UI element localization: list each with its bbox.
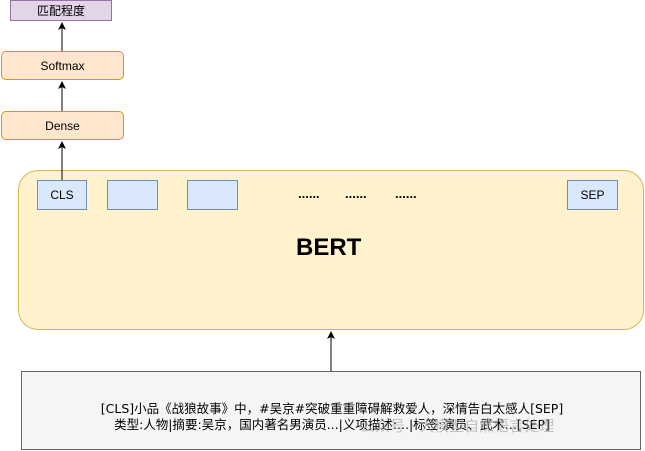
- token-box: [187, 180, 238, 210]
- token-ellipsis: ......: [345, 186, 367, 201]
- bert-label: BERT: [296, 234, 362, 261]
- token-cls-label: CLS: [50, 188, 74, 202]
- token-sep-label: SEP: [580, 188, 605, 202]
- token-box: [107, 180, 158, 210]
- dense-label: Dense: [45, 118, 80, 133]
- input-line-1: [CLS]小品《战狼故事》中，#吴京#突破重重障碍解救爱人，深情告白太感人[SE…: [100, 401, 564, 416]
- dense-node: Dense: [1, 111, 124, 140]
- softmax-label: Softmax: [40, 58, 85, 73]
- token-ellipsis: ......: [395, 186, 417, 201]
- token-ellipsis: ......: [298, 186, 320, 201]
- softmax-node: Softmax: [1, 51, 124, 80]
- token-cls: CLS: [37, 180, 87, 210]
- input-text-box: [CLS]小品《战狼故事》中，#吴京#突破重重障碍解救爱人，深情告白太感人[SE…: [21, 371, 641, 450]
- token-sep: SEP: [567, 180, 618, 210]
- match-degree-node: 匹配程度: [10, 0, 112, 21]
- match-degree-label: 匹配程度: [36, 4, 85, 18]
- input-line-2: 类型:人物|摘要:吴京，国内著名男演员...|义项描述:...|标签:演员、武术…: [114, 417, 550, 432]
- watermark: 公众号 · 大模型自然语言处理: [360, 417, 555, 435]
